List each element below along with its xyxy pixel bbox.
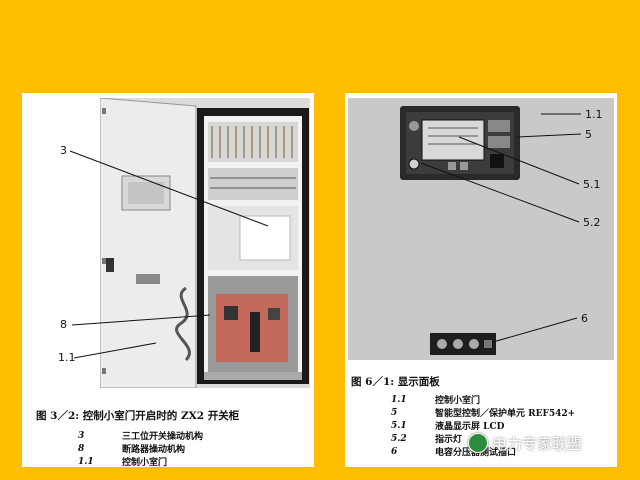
legend-text: 智能型控制／保护单元 REF542+ (435, 409, 576, 419)
legend-number: 1.1 (391, 394, 407, 405)
legend-text: 指示灯 (435, 435, 463, 445)
left-figure-panel: 3 8 1.1 图 3／2: 控制小室门开启时的 ZX2 开关柜 3 三工位开关… (22, 93, 314, 469)
callout-1-1: 1.1 (58, 351, 76, 364)
legend-number: 1.1 (78, 456, 94, 467)
legend-number: 3 (78, 430, 85, 441)
legend-text: 断路器操动机构 (122, 445, 186, 455)
callout-1-1: 1.1 (585, 108, 603, 121)
right-legend: 1.1 控制小室门 5 智能型控制／保护单元 REF542+ 5.1 液晶显示屏… (391, 393, 576, 459)
watermark: 电力专家联盟 (468, 432, 582, 454)
legend-row: 3 三工位开关操动机构 (78, 429, 204, 443)
legend-row: 1.1 控制小室门 (391, 393, 575, 407)
callout-6: 6 (581, 312, 588, 325)
legend-number: 5.1 (391, 420, 407, 431)
legend-text: 电容分压器测试插口 (435, 448, 517, 458)
callout-5-2: 5.2 (583, 216, 601, 229)
wechat-logo-icon (468, 433, 488, 453)
legend-number: 5.2 (391, 433, 407, 444)
callout-5-1: 5.1 (583, 178, 601, 191)
legend-row: 8 断路器操动机构 (78, 442, 203, 456)
callout-3: 3 (60, 144, 67, 157)
switchgear-cabinet-photo (100, 98, 310, 388)
legend-text: 液晶显示屏 LCD (435, 422, 505, 432)
left-legend: 3 三工位开关操动机构 8 断路器操动机构 1.1 控制小室门 (78, 429, 204, 469)
display-panel-illustration (400, 106, 520, 355)
right-caption-title: 图 6／1: 显示面板 (351, 376, 440, 388)
callout-5: 5 (585, 128, 592, 141)
watermark-text: 电力专家联盟 (492, 434, 583, 453)
legend-text: 控制小室门 (122, 458, 168, 468)
callout-8: 8 (60, 318, 67, 331)
legend-number: 5 (391, 407, 398, 418)
legend-number: 8 (78, 443, 85, 454)
right-figure-panel: 1.1 5 5.1 5.2 6 图 6／1: 显示面板 1.1 控制小室门 5 … (345, 93, 617, 467)
legend-row: 1.1 控制小室门 (78, 455, 203, 469)
legend-text: 三工位开关操动机构 (122, 432, 204, 442)
legend-row: 5.1 液晶显示屏 LCD (391, 419, 575, 433)
legend-text: 控制小室门 (435, 396, 481, 406)
legend-row: 5.2 指示灯 (391, 432, 575, 446)
switchgear-cabinet-illustration (100, 98, 309, 388)
legend-row: 5 智能型控制／保护单元 REF542+ (391, 406, 576, 420)
legend-number: 6 (391, 446, 398, 457)
left-caption-title: 图 3／2: 控制小室门开启时的 ZX2 开关柜 (36, 410, 240, 422)
legend-row: 6 电容分压器测试插口 (391, 445, 575, 459)
display-panel-photo (348, 98, 614, 360)
